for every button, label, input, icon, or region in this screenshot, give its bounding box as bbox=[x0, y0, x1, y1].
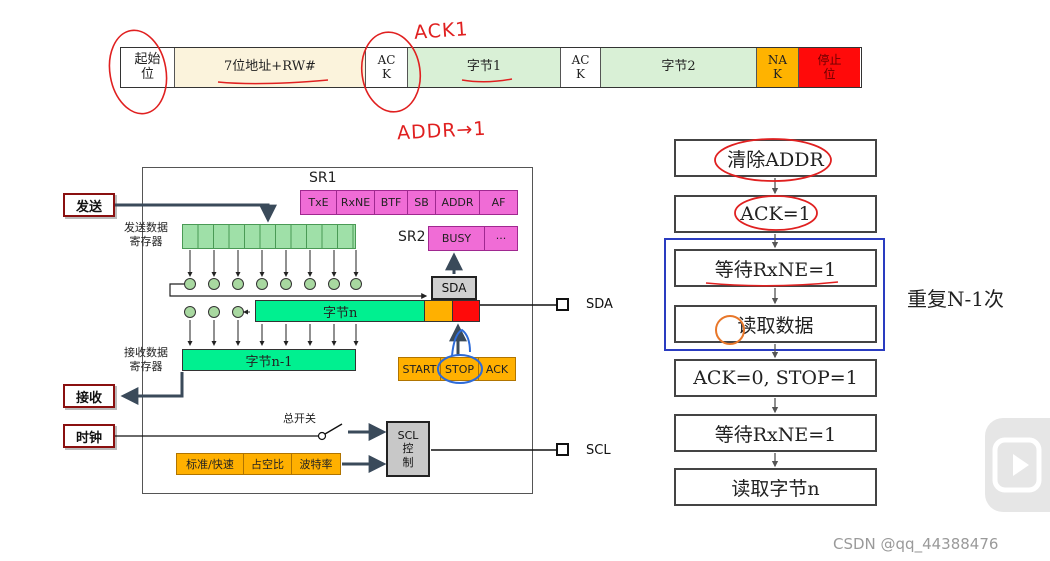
scl-pin-icon bbox=[556, 443, 569, 456]
master-switch-label: 总开关 bbox=[283, 412, 316, 425]
sda-box: SDA bbox=[431, 276, 477, 300]
rx-register-label: 接收数据 寄存器 bbox=[124, 346, 168, 374]
ctrl-bit-start: START bbox=[399, 358, 441, 380]
sda-box-label: SDA bbox=[441, 281, 467, 295]
ack1-circle bbox=[360, 31, 422, 113]
play-triangle-icon bbox=[992, 437, 1042, 493]
clock-button[interactable]: 时钟 bbox=[63, 424, 115, 448]
scl-control-box: SCL 控 制 bbox=[386, 421, 430, 477]
loop-label: 重复N-1次 bbox=[907, 287, 1004, 311]
sr1-register: TxE RxNE BTF SB ADDR AF bbox=[300, 190, 518, 215]
ack1-flow-circle bbox=[734, 195, 818, 231]
byte2-cell: 字节2 bbox=[601, 48, 757, 87]
shift-register-byte: 字节n bbox=[256, 301, 426, 321]
ctrl-bit-stop: STOP bbox=[441, 358, 479, 380]
scl-control-label: SCL 控 制 bbox=[397, 429, 419, 469]
sr1-bit-btf: BTF bbox=[375, 191, 408, 214]
sr2-bit-busy: BUSY bbox=[429, 227, 485, 250]
play-icon[interactable] bbox=[985, 418, 1050, 512]
clock-options-register: 标准/快速 占空比 波特率 bbox=[176, 453, 341, 475]
receive-wire bbox=[120, 372, 184, 405]
byte1-underline bbox=[461, 78, 513, 83]
wait-rxne-underline bbox=[705, 281, 839, 287]
rx-register-byte: 字节n-1 bbox=[245, 354, 293, 370]
control-register: START STOP ACK bbox=[398, 357, 516, 381]
scl-pin-label: SCL bbox=[586, 443, 611, 458]
i2c-block-diagram bbox=[142, 167, 533, 494]
sr2-register: BUSY ··· bbox=[428, 226, 518, 251]
i2c-frame: 起始 位 7位地址+RW# AC K 字节1 AC K 字节2 NA K 停止 … bbox=[120, 47, 862, 88]
tx-down-arrows bbox=[187, 250, 359, 277]
flow-step-ack-1: ACK=1 bbox=[674, 195, 877, 233]
sr1-bit-txe: TxE bbox=[301, 191, 337, 214]
byte1-cell: 字节1 bbox=[408, 48, 561, 87]
flow-step-ack0-stop1: ACK=0, STOP=1 bbox=[674, 359, 877, 397]
shift-register-ack-slot bbox=[425, 301, 454, 321]
ctrl-bit-ack: ACK bbox=[485, 362, 509, 376]
shift-register-stop-slot bbox=[453, 301, 479, 321]
flow-step-wait-rxne: 等待RxNE=1 bbox=[674, 249, 877, 287]
rx-shift-chain bbox=[184, 306, 244, 318]
nak-cell: NA K bbox=[757, 48, 799, 87]
shift-register: 字节n bbox=[255, 300, 480, 322]
switch-pivot-icon bbox=[317, 431, 327, 441]
receive-button[interactable]: 接收 bbox=[63, 384, 115, 408]
sr1-bit-af: AF bbox=[491, 196, 506, 209]
sr2-bit-more: ··· bbox=[495, 232, 507, 245]
tx-data-register bbox=[182, 224, 356, 249]
flow-step-clear-addr: 清除ADDR bbox=[674, 139, 877, 177]
flow-step-read-byte-n: 读取字节n bbox=[674, 468, 877, 506]
watermark: CSDN @qq_44388476 bbox=[833, 535, 999, 553]
sr1-label: SR1 bbox=[309, 170, 337, 186]
sr1-bit-addr: ADDR bbox=[436, 191, 480, 214]
tx-loop-wire bbox=[169, 283, 428, 299]
sr1-bit-sb: SB bbox=[408, 191, 436, 214]
sda-pin-icon bbox=[556, 298, 569, 311]
addr-underline bbox=[217, 79, 329, 85]
clear-addr-circle bbox=[714, 138, 832, 182]
rx-data-register: 字节n-1 bbox=[182, 349, 356, 371]
flow-step-read-data: 读取数据 bbox=[674, 305, 877, 343]
send-button[interactable]: 发送 bbox=[63, 193, 115, 217]
sr1-bit-rxne: RxNE bbox=[337, 191, 375, 214]
ack1-cell: AC K bbox=[366, 48, 408, 87]
switch-blade-icon bbox=[324, 423, 343, 435]
start-bit-cell: 起始 位 bbox=[121, 48, 175, 87]
read-data-mark bbox=[715, 315, 745, 345]
clock-opt-standard-fast: 标准/快速 bbox=[177, 454, 244, 474]
address-cell: 7位地址+RW# bbox=[175, 48, 366, 87]
clock-opt-baud: 波特率 bbox=[299, 458, 333, 471]
tx-shift-chain bbox=[184, 278, 362, 290]
send-wire bbox=[115, 203, 277, 223]
stop-arrow-mark bbox=[451, 328, 471, 357]
rx-down-arrows bbox=[187, 320, 359, 346]
start-bit-circle bbox=[108, 29, 168, 115]
ack2-cell: AC K bbox=[561, 48, 601, 87]
sda-pin-label: SDA bbox=[586, 297, 613, 312]
flow-step-wait-rxne-final: 等待RxNE=1 bbox=[674, 414, 877, 452]
tx-register-label: 发送数据 寄存器 bbox=[124, 221, 168, 249]
sr2-label: SR2 bbox=[398, 229, 426, 245]
stop-bit-circle bbox=[437, 354, 483, 384]
stop-bit-cell: 停止 位 bbox=[799, 48, 860, 87]
clock-opt-duty: 占空比 bbox=[244, 454, 292, 474]
